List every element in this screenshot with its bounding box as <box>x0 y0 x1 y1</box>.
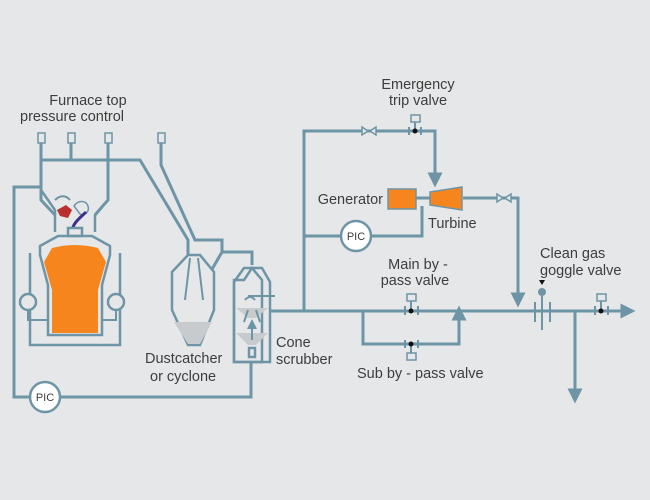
actuator-icon <box>410 114 421 123</box>
tuyere-right-icon <box>106 292 126 312</box>
turbine-inlet-pipe <box>302 129 443 311</box>
valve-disc-icon <box>598 308 604 314</box>
manual-valve-icon <box>361 125 377 137</box>
sub-bypass-pipe <box>361 305 467 346</box>
scrubber-inner-lines <box>243 309 261 323</box>
label-emergency-1: Emergency <box>381 77 455 93</box>
cone-scrubber <box>232 265 275 364</box>
pressure-sensor-icon <box>67 132 76 144</box>
dustcatcher <box>170 253 216 347</box>
scrubber-drain-icon <box>247 346 257 359</box>
pic-circle-icon <box>28 380 62 414</box>
scrubber-shell <box>232 266 272 364</box>
valve-disc-icon <box>412 128 418 134</box>
pressure-sensor-icon <box>104 132 113 144</box>
label-dustcatcher-1: Dustcatcher <box>145 351 223 367</box>
hopper-icon <box>54 195 71 201</box>
generator <box>387 188 417 210</box>
label-clean-gas-2: goggle valve <box>540 263 621 279</box>
label-cone-1: Cone <box>276 335 311 351</box>
furnace-throat-outline <box>39 187 110 232</box>
pic-furnace: PIC <box>28 380 62 414</box>
tuyere-left-icon <box>18 292 38 312</box>
dust-layer <box>174 322 212 344</box>
label-clean-gas-1: Clean gas <box>540 246 605 262</box>
label-furnace-top-2: pressure control <box>20 109 124 125</box>
uptake-pipe <box>39 160 57 217</box>
hot-stove-red-icon <box>57 205 72 218</box>
actuator-icon <box>406 352 417 361</box>
goggle-actuator-icon <box>538 288 546 296</box>
goggle-plates <box>534 296 551 330</box>
outlet-valve[interactable] <box>594 293 609 315</box>
pic-circle-icon <box>339 219 373 253</box>
pressure-sensor-icon <box>157 132 166 144</box>
label-main-bypass-1: Main by - <box>388 257 448 273</box>
pic-label: PIC <box>36 392 54 404</box>
label-emergency-2: trip valve <box>389 93 447 109</box>
tuyere-pipes <box>27 310 117 321</box>
label-sub-bypass: Sub by - pass valve <box>357 366 484 382</box>
label-main-bypass-2: pass valve <box>381 273 450 289</box>
main-bypass-valve[interactable] <box>404 293 419 315</box>
label-dustcatcher-2: or cyclone <box>150 369 216 385</box>
blast-furnace <box>18 187 126 347</box>
dustcatcher-inner-lines <box>184 257 204 301</box>
valve-disc-icon <box>408 308 414 314</box>
pressure-sensor-icon <box>37 132 46 144</box>
furnace-burden <box>44 245 106 333</box>
uptake-pipe <box>93 143 110 216</box>
label-cone-2: scrubber <box>276 352 333 368</box>
pic-turbine-line <box>304 206 424 238</box>
pic-label: PIC <box>347 231 365 243</box>
actuator-icon <box>406 293 417 302</box>
downcomer-pipe <box>39 143 190 255</box>
pic-signal-line <box>12 185 41 399</box>
pic-signal-line <box>60 355 253 399</box>
label-generator: Generator <box>318 192 383 208</box>
emergency-trip-valve[interactable] <box>408 114 422 135</box>
furnace-shell-outline <box>38 234 112 337</box>
valve-disc-icon <box>408 341 414 347</box>
label-furnace-top-1: Furnace top <box>49 93 126 109</box>
spray-nozzle-icon <box>244 295 275 301</box>
semi-clean-gas-pipe <box>159 143 254 265</box>
manual-valve-icon <box>496 192 512 204</box>
pointer-icon <box>539 280 545 285</box>
turbine-outlet-pipe <box>463 196 526 308</box>
clean-gas-goggle-valve[interactable] <box>534 280 551 330</box>
pic-turbine: PIC <box>339 219 373 253</box>
turbine <box>429 186 463 211</box>
scrubber-cone <box>236 308 268 318</box>
furnace-top-sensors <box>37 132 166 144</box>
sub-bypass-valve[interactable] <box>404 340 419 361</box>
label-turbine: Turbine <box>428 216 477 232</box>
actuator-icon <box>596 293 607 302</box>
